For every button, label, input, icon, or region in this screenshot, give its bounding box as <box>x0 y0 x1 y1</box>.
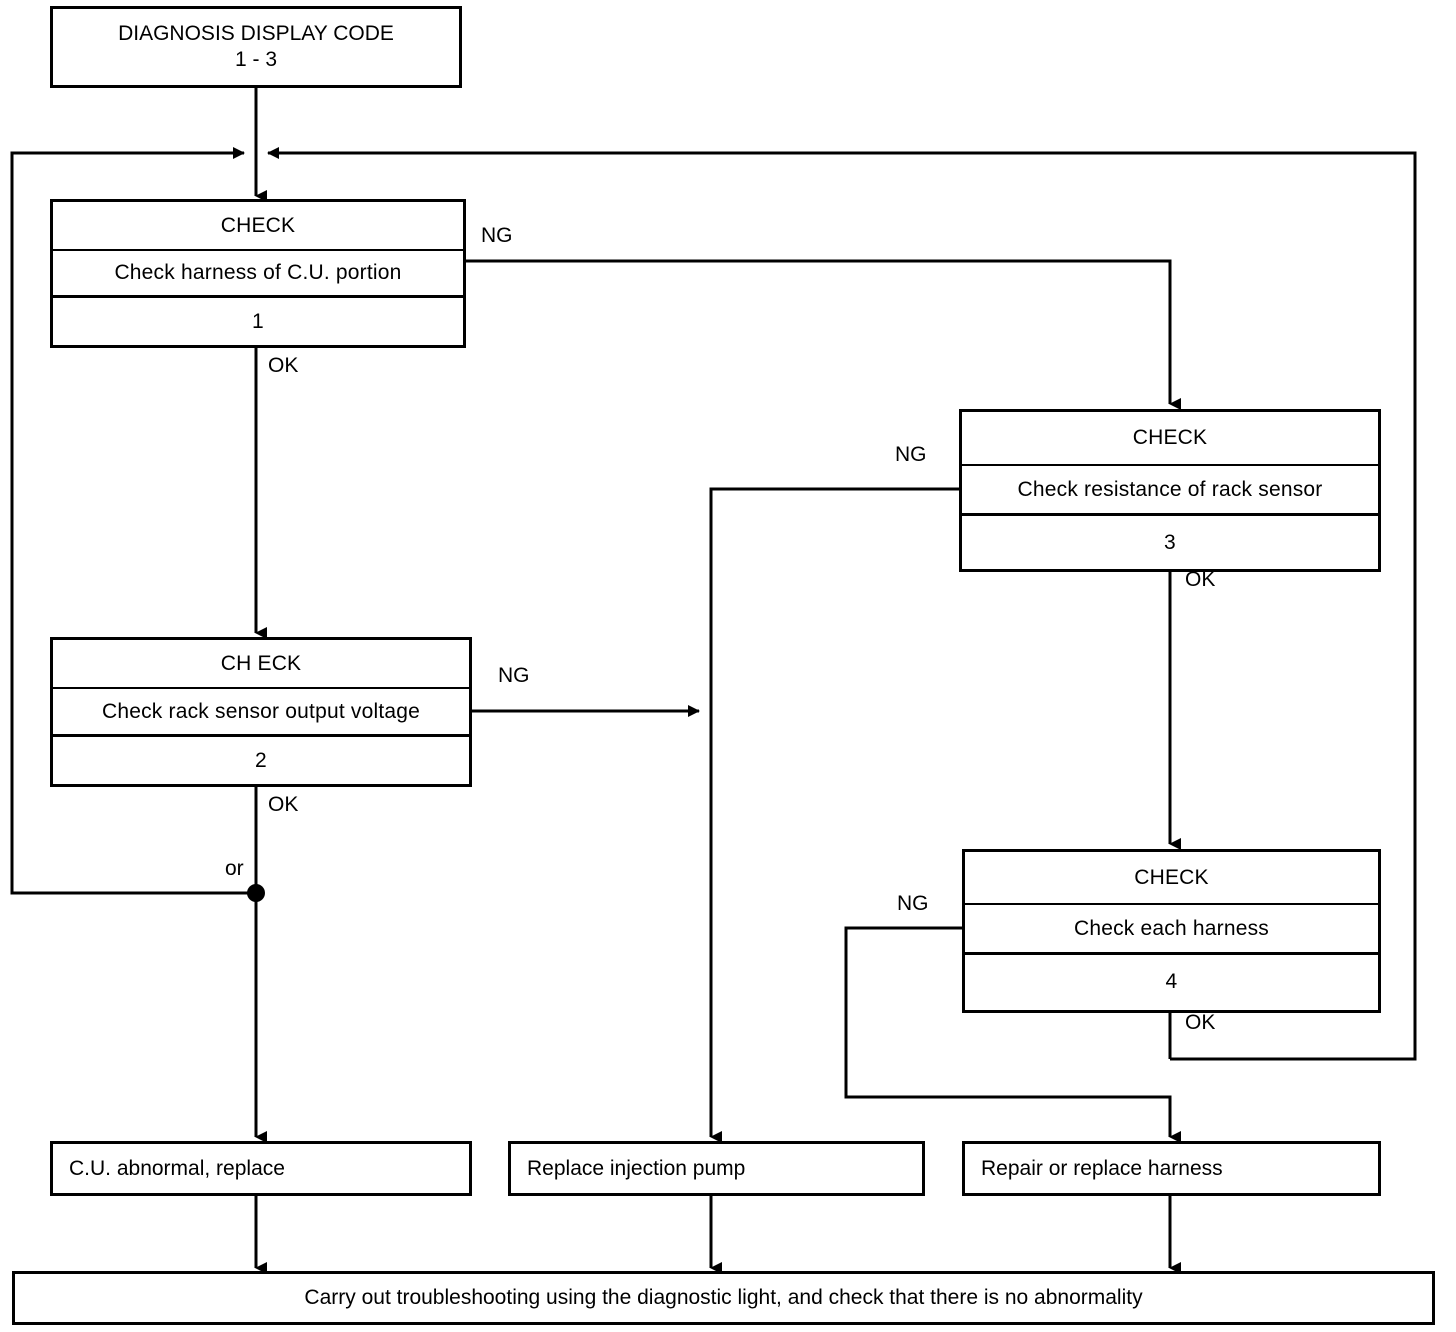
edge-label-check2-ng: NG <box>498 664 530 687</box>
edge-label-check4-ok: OK <box>1185 1011 1216 1034</box>
edge-label-check3-ng: NG <box>895 443 927 466</box>
check-node-2-step: 2 <box>255 748 267 772</box>
check-node-1: CHECK Check harness of C.U. portion 1 <box>50 199 466 348</box>
edge-label-check1-ng: NG <box>481 224 513 247</box>
edge-label-check2-ok: OK <box>268 793 299 816</box>
outcome-node-repair-harness: Repair or replace harness <box>962 1141 1381 1196</box>
edge-label-check3-ok: OK <box>1185 568 1216 591</box>
check-node-1-step: 1 <box>252 309 264 333</box>
check-node-1-header: CHECK <box>53 202 463 251</box>
edge-label-check4-ng: NG <box>897 892 929 915</box>
outcome-node-repair-harness-label: Repair or replace harness <box>981 1156 1223 1180</box>
outcome-node-cu-abnormal: C.U. abnormal, replace <box>50 1141 472 1196</box>
wire-check3-ng-left <box>709 487 959 1143</box>
check-node-2: CH ECK Check rack sensor output voltage … <box>50 637 472 787</box>
outcome-node-cu-abnormal-label: C.U. abnormal, replace <box>69 1156 285 1180</box>
or-junction-dot <box>247 884 265 902</box>
check-node-4-body: Check each harness <box>965 905 1378 955</box>
diagnosis-display-code-node: DIAGNOSIS DISPLAY CODE 1 - 3 <box>50 6 462 88</box>
diagnosis-code-line2: 1 - 3 <box>234 48 278 71</box>
edge-label-or-junction: or <box>225 857 244 880</box>
check-node-4: CHECK Check each harness 4 <box>962 849 1381 1013</box>
edge-label-check1-ok: OK <box>268 354 299 377</box>
check-node-2-body: Check rack sensor output voltage <box>53 689 469 737</box>
final-verification-label: Carry out troubleshooting using the diag… <box>304 1286 1143 1309</box>
diagnosis-code-line1: DIAGNOSIS DISPLAY CODE <box>118 21 394 45</box>
wire-check1-ng-to-check3 <box>466 259 1181 410</box>
check-node-4-step: 4 <box>1165 970 1178 993</box>
check-node-4-header: CHECK <box>965 852 1378 905</box>
check-node-3-header: CHECK <box>962 412 1378 466</box>
check-node-2-header: CH ECK <box>53 640 469 689</box>
check-node-3: CHECK Check resistance of rack sensor 3 <box>959 409 1381 572</box>
outcome-node-replace-pump: Replace injection pump <box>508 1141 925 1196</box>
check-node-1-body: Check harness of C.U. portion <box>53 251 463 298</box>
final-verification-node: Carry out troubleshooting using the diag… <box>12 1271 1435 1325</box>
check-node-3-step: 3 <box>1164 530 1176 554</box>
check-node-3-body: Check resistance of rack sensor <box>962 466 1378 516</box>
outcome-node-replace-pump-label: Replace injection pump <box>527 1156 746 1180</box>
